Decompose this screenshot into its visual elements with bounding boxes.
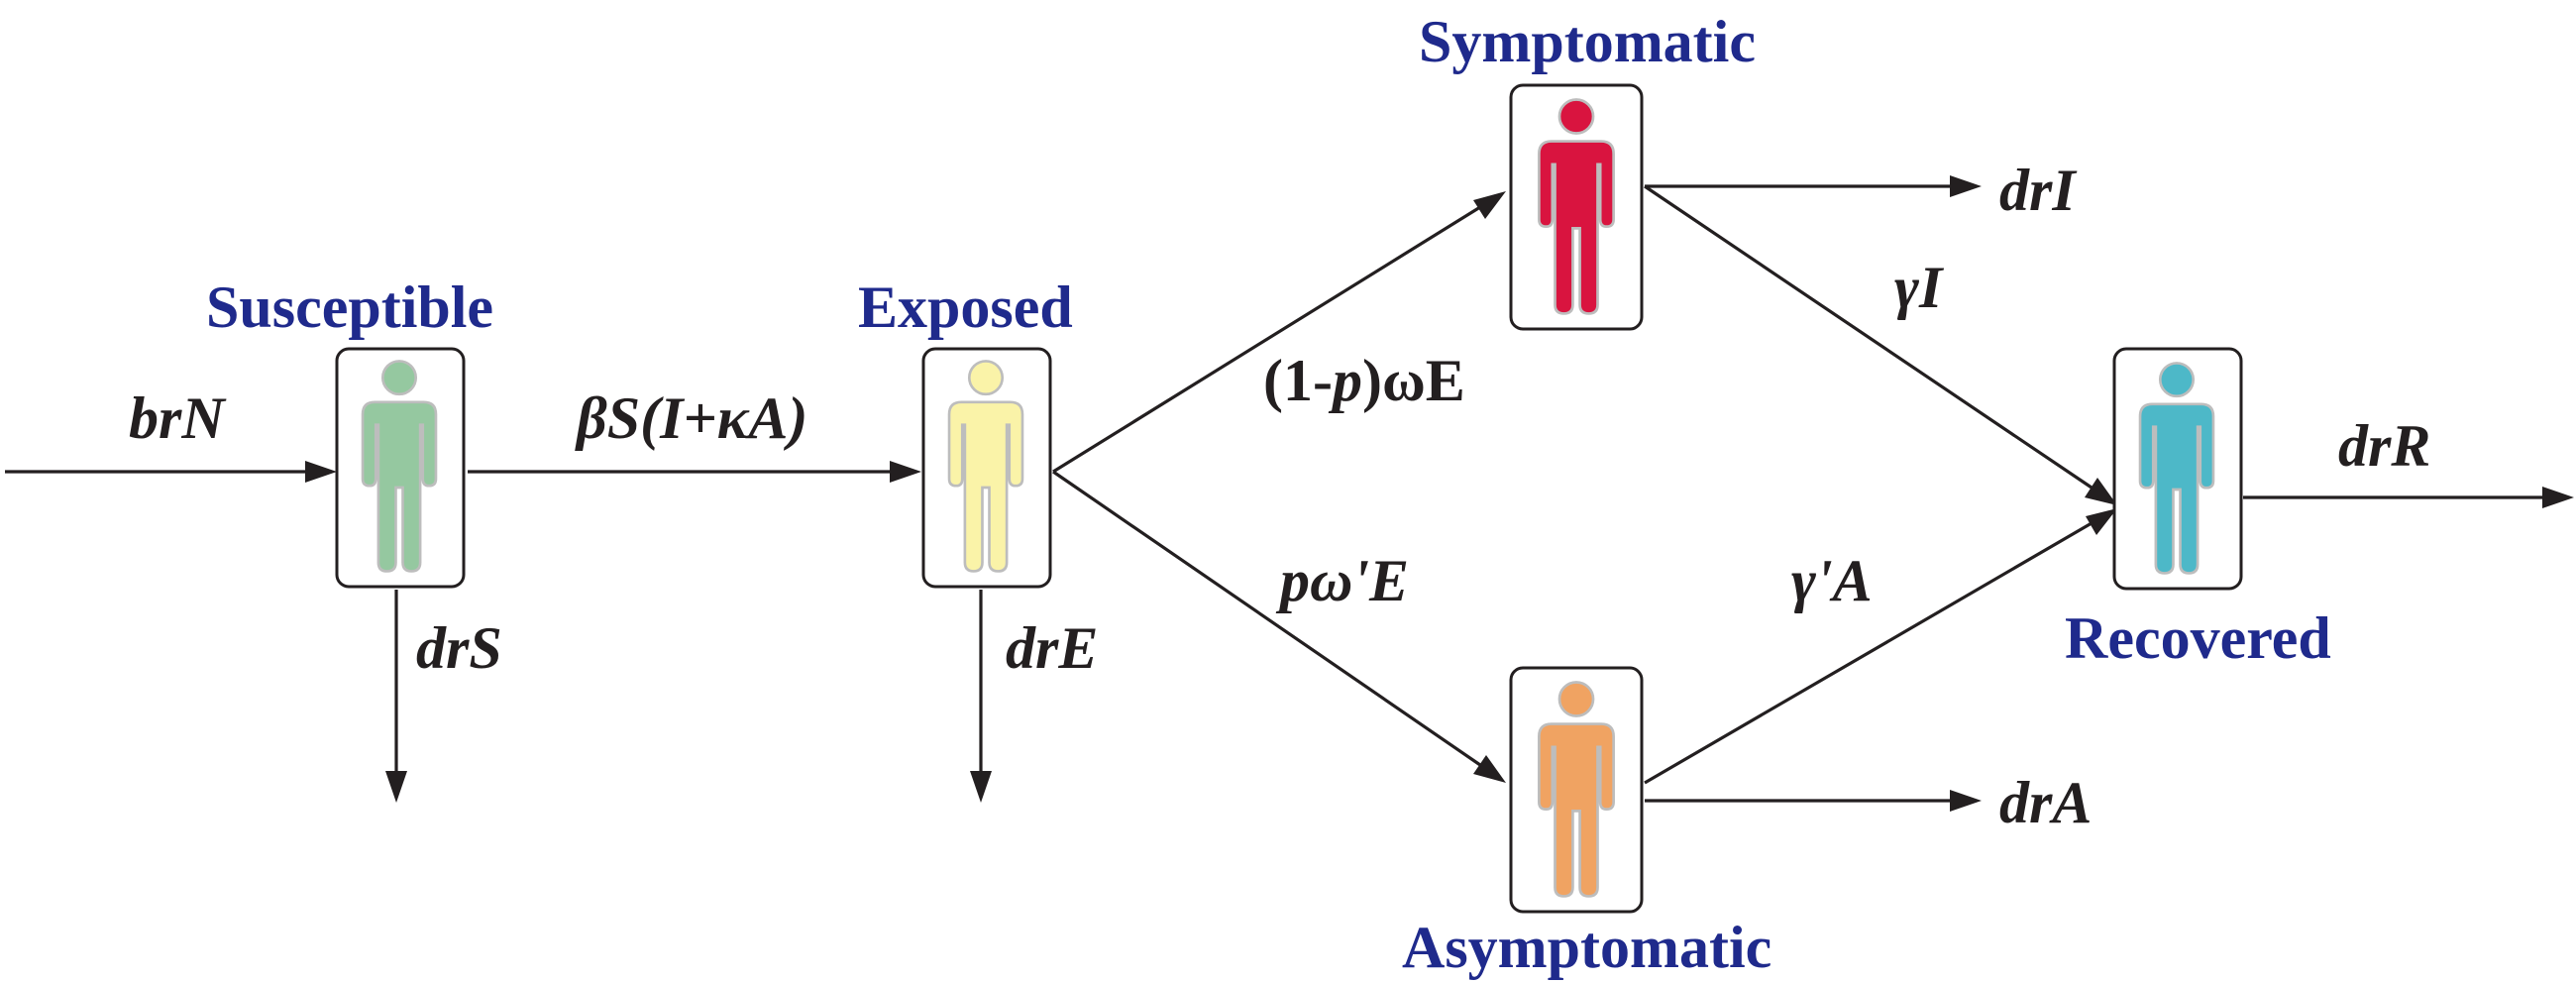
compartment-recovered bbox=[2112, 347, 2243, 591]
birth-inflow-arrowhead bbox=[305, 461, 337, 483]
infection-arrowhead bbox=[890, 461, 921, 483]
death-s-label: drS bbox=[416, 615, 502, 681]
compartment-exposed bbox=[921, 347, 1052, 589]
death-e-label: drE bbox=[1006, 615, 1098, 681]
to-asymptomatic-arrow bbox=[1052, 470, 1481, 767]
death-r-label: drR bbox=[2338, 413, 2430, 479]
compartment-titles: Susceptible Exposed Symptomatic Asymptom… bbox=[206, 9, 2331, 980]
to-symptomatic-label: (1-p)ωE bbox=[1263, 348, 1465, 413]
asymptomatic-title: Asymptomatic bbox=[1402, 915, 1771, 980]
to-asymptomatic-label: pω'E bbox=[1275, 548, 1409, 613]
compartment-symptomatic bbox=[1509, 83, 1644, 331]
symptomatic-title: Symptomatic bbox=[1419, 9, 1756, 74]
to-symptomatic-prefix: (1- bbox=[1263, 348, 1333, 413]
edges bbox=[5, 175, 2574, 812]
birth-rate-label: brN bbox=[129, 385, 227, 451]
to-symptomatic-arrow bbox=[1052, 205, 1481, 474]
to-asymptomatic-arrowhead bbox=[1473, 755, 1506, 783]
recovery-i-arrowhead bbox=[2085, 478, 2117, 505]
recovered-title: Recovered bbox=[2065, 605, 2331, 671]
to-symptomatic-p: p bbox=[1328, 348, 1362, 413]
recovery-i-arrow bbox=[1644, 184, 2093, 490]
exposed-title: Exposed bbox=[858, 274, 1073, 340]
recovery-i-label: γI bbox=[1894, 255, 1945, 320]
to-symptomatic-arrowhead bbox=[1473, 191, 1506, 219]
death-a-arrowhead bbox=[1950, 790, 1982, 812]
death-a-label: drA bbox=[1999, 770, 2092, 835]
death-r-arrowhead bbox=[2542, 487, 2574, 508]
death-i-label: drI bbox=[1999, 158, 2078, 223]
rate-labels: brN drS βS(I+κA) drE (1-p)ωE pω'E drI γI… bbox=[129, 158, 2430, 835]
recovery-a-arrow bbox=[1644, 521, 2093, 785]
recovery-a-arrowhead bbox=[2086, 508, 2117, 535]
compartment-asymptomatic bbox=[1509, 666, 1644, 914]
compartment-susceptible bbox=[335, 347, 466, 589]
death-e-arrowhead bbox=[970, 771, 992, 803]
death-i-arrowhead bbox=[1950, 175, 1982, 197]
infection-rate-label: βS(I+κA) bbox=[575, 385, 807, 451]
recovery-a-label: γ'A bbox=[1791, 548, 1873, 613]
to-symptomatic-suffix: )ωE bbox=[1362, 348, 1465, 413]
death-s-arrowhead bbox=[385, 771, 407, 803]
susceptible-title: Susceptible bbox=[206, 274, 493, 340]
